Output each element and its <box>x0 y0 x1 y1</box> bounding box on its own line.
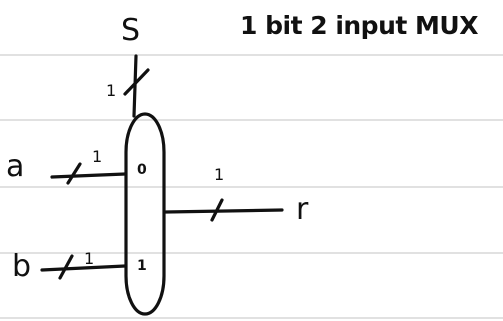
input-b-width-label: 1 <box>84 249 94 268</box>
diagram-title: 1 bit 2 input MUX <box>240 11 478 40</box>
output-width-label: 1 <box>214 165 224 184</box>
port-0-label: 0 <box>137 162 147 178</box>
input-b-label: b <box>12 249 31 284</box>
output-bus-slash <box>210 198 224 222</box>
select-bus-slash <box>123 68 150 96</box>
input-a-label: a <box>6 149 24 184</box>
ruled-lines <box>0 54 503 319</box>
select-label: S <box>121 13 140 48</box>
select-width-label: 1 <box>106 81 116 100</box>
input-b-bus-slash <box>58 254 74 280</box>
output-label: r <box>296 192 309 227</box>
input-b-wire <box>40 264 127 272</box>
input-a-bus-slash <box>66 162 82 185</box>
select-wire <box>132 54 138 118</box>
port-1-label: 1 <box>137 258 147 274</box>
input-a-wire <box>50 172 127 179</box>
output-wire <box>164 208 284 214</box>
mux-body <box>124 112 166 316</box>
input-a-width-label: 1 <box>92 147 102 166</box>
